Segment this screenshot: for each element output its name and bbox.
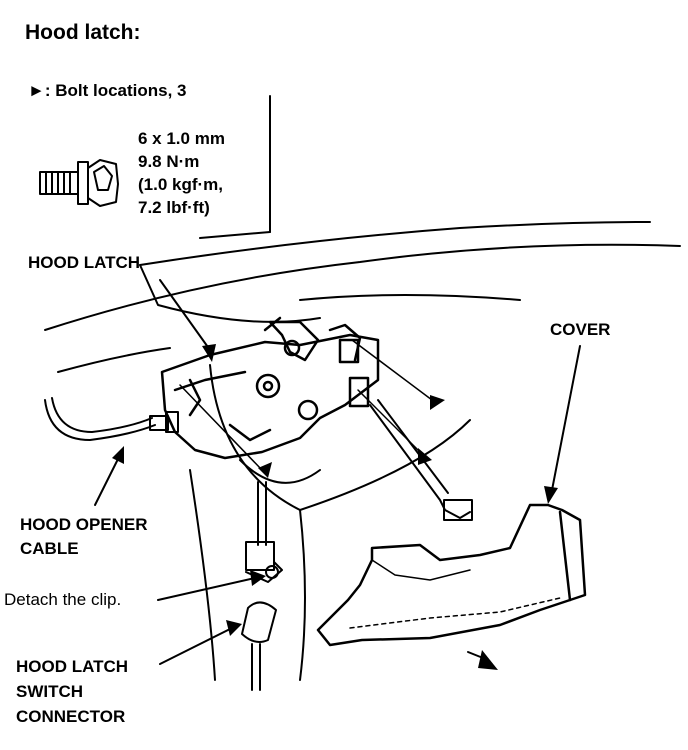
page-title: Hood latch: [25, 21, 141, 44]
bolt-icon [39, 159, 119, 207]
spec-torque-nm: 9.8 N·m [138, 152, 200, 171]
body-panel [44, 221, 681, 681]
callout-hood-opener-line2: CABLE [20, 539, 79, 558]
hood-opener-cable [44, 397, 179, 441]
callout-arrows [94, 279, 581, 665]
support-rod [369, 399, 473, 521]
callout-switch-line3: CONNECTOR [16, 707, 126, 726]
callout-switch-line2: SWITCH [16, 682, 84, 701]
spec-box-border [199, 95, 271, 239]
bolt-spec: 6 x 1.0 mm 9.8 N·m (1.0 kgf·m, 7.2 lbf·f… [138, 127, 225, 219]
bolt-legend: ►: Bolt locations, 3 [28, 81, 187, 100]
spec-size: 6 x 1.0 mm [138, 129, 225, 148]
callout-cover: COVER [550, 320, 611, 339]
callout-switch-connector: HOOD LATCH SWITCH CONNECTOR [16, 654, 128, 729]
callout-hood-opener-cable: HOOD OPENER CABLE [20, 513, 148, 561]
hood-latch-assembly [160, 316, 380, 460]
callout-detach-clip: Detach the clip. [4, 590, 122, 609]
remove-arrow [467, 650, 498, 670]
callout-switch-line1: HOOD LATCH [16, 657, 129, 676]
spec-torque-kgf: (1.0 kgf·m, [138, 175, 224, 194]
callout-hood-latch: HOOD LATCH [28, 253, 141, 272]
switch-connector [241, 481, 283, 691]
bolt-leaders [179, 339, 433, 471]
bolt-markers [258, 395, 445, 478]
callout-hood-opener-line1: HOOD OPENER [20, 515, 148, 534]
cover-panel [316, 503, 587, 647]
spec-torque-lbf: 7.2 lbf·ft) [138, 198, 210, 217]
